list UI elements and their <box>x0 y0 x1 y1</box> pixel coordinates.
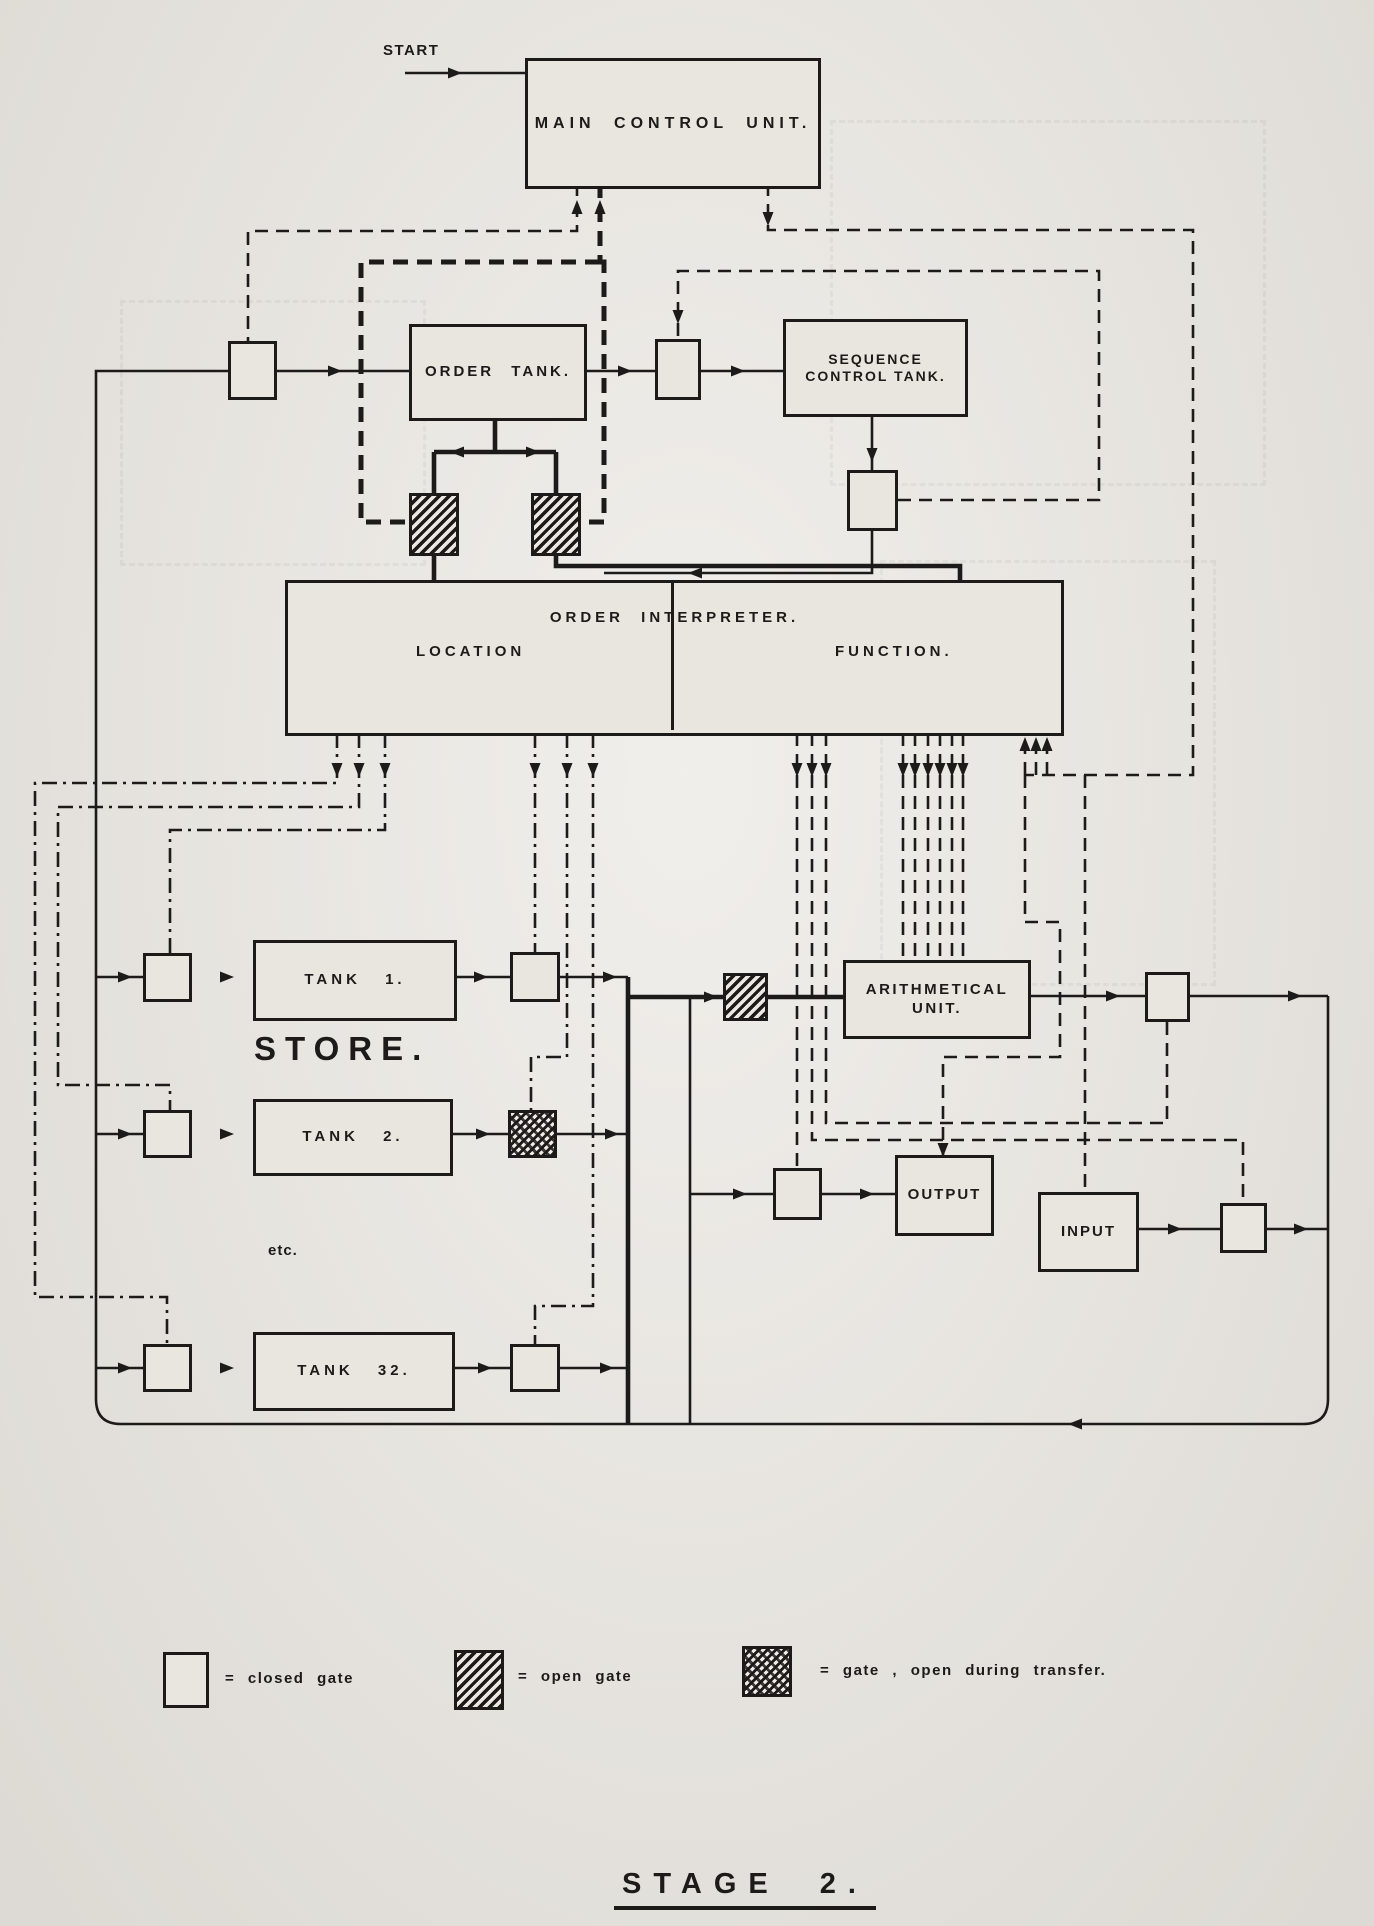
page-title: STAGE 2. <box>614 1868 876 1910</box>
gate-output-feed <box>773 1168 822 1220</box>
gate-tank1-input <box>143 953 192 1002</box>
function-to-input-gate <box>810 733 1245 1203</box>
legend-open-gate-label: = open gate <box>518 1668 633 1685</box>
bleed-through-mark <box>120 300 426 566</box>
gate-to-interpreter-right <box>553 556 963 580</box>
legend-transfer-gate-label: = gate , open during transfer. <box>820 1662 1107 1679</box>
store-heading: STORE. <box>254 1030 431 1067</box>
order-tank-box: ORDER TANK. <box>409 324 587 421</box>
function-to-au-gate-link <box>824 733 1169 1125</box>
arithmetical-unit-label-line2: UNIT. <box>912 999 962 1017</box>
order-tank-split <box>431 415 559 493</box>
main-control-unit-label: MAIN CONTROL UNIT. <box>534 114 812 132</box>
gate-tank32-output <box>510 1344 560 1392</box>
main-control-unit-box: MAIN CONTROL UNIT. <box>525 58 821 189</box>
transfer-gate-tank2-output <box>508 1110 557 1158</box>
store-input-stubs <box>96 975 143 1370</box>
bleed-through-mark <box>830 120 1266 486</box>
bleed-through-mark <box>880 560 1216 986</box>
output-label: OUTPUT <box>907 1186 982 1204</box>
tank2-label: TANK 2. <box>302 1128 404 1146</box>
tank1-label: TANK 1. <box>304 971 406 989</box>
open-gate-order-right <box>531 493 581 556</box>
gate-sequence-control-input <box>655 339 701 400</box>
order-interpreter-box: ORDER INTERPRETER. LOCATION FUNCTION. <box>285 580 1064 736</box>
sequence-control-tank-label-line1: SEQUENCE <box>828 350 923 367</box>
location-label: LOCATION <box>416 643 526 660</box>
gate-tank1-output <box>510 952 560 1002</box>
order-tank-highlight <box>358 183 607 525</box>
open-gate-arithmetical-input <box>723 973 768 1021</box>
output-control-hook <box>941 775 1062 1155</box>
output-box: OUTPUT <box>895 1155 994 1236</box>
arrowheads <box>118 67 1308 1430</box>
sequence-control-tank-box: SEQUENCE CONTROL TANK. <box>783 319 968 417</box>
legend-closed-gate-label: = closed gate <box>225 1670 354 1687</box>
gate-sequence-control-output <box>847 470 898 531</box>
location-to-tank2-gate <box>56 733 361 1110</box>
gate-order-tank-input <box>228 341 277 400</box>
legend-closed-gate-symbol <box>163 1652 209 1708</box>
sct-loop <box>676 269 1101 502</box>
location-to-tank32-read-gate <box>533 733 595 1344</box>
location-to-transfer-gate <box>529 733 569 1110</box>
gate-input-feed <box>1220 1203 1267 1253</box>
interpreter-divider <box>671 580 674 730</box>
main-bus-loop <box>94 369 1330 1426</box>
sct-column <box>604 411 874 575</box>
arithmetical-unit-label-line1: ARITHMETICAL <box>865 980 1009 998</box>
arithmetical-unit-box: ARITHMETICAL UNIT. <box>843 960 1031 1039</box>
mcu-right-control <box>766 183 1195 777</box>
legend-open-gate-symbol <box>454 1650 504 1710</box>
order-interpreter-label: ORDER INTERPRETER. <box>549 609 800 626</box>
input-box: INPUT <box>1038 1192 1139 1272</box>
legend-transfer-gate-symbol <box>742 1646 792 1697</box>
open-gate-order-left <box>409 493 459 556</box>
tank32-label: TANK 32. <box>297 1362 411 1380</box>
gate-tank32-input <box>143 1344 192 1392</box>
etc-label: etc. <box>268 1242 298 1259</box>
location-to-tank1-gate <box>168 733 387 953</box>
tank1-box: TANK 1. <box>253 940 457 1021</box>
gate-arithmetical-output <box>1145 972 1190 1022</box>
tank32-box: TANK 32. <box>253 1332 455 1411</box>
input-label: INPUT <box>1061 1222 1116 1240</box>
order-tank-label: ORDER TANK. <box>424 363 572 381</box>
sequence-control-tank-label-line2: CONTROL TANK. <box>805 368 946 384</box>
start-label: START <box>383 42 440 59</box>
output-branch <box>688 997 895 1424</box>
gate-tank2-input <box>143 1110 192 1158</box>
function-to-au <box>901 733 965 960</box>
tank2-box: TANK 2. <box>253 1099 453 1176</box>
function-label: FUNCTION. <box>835 643 953 660</box>
